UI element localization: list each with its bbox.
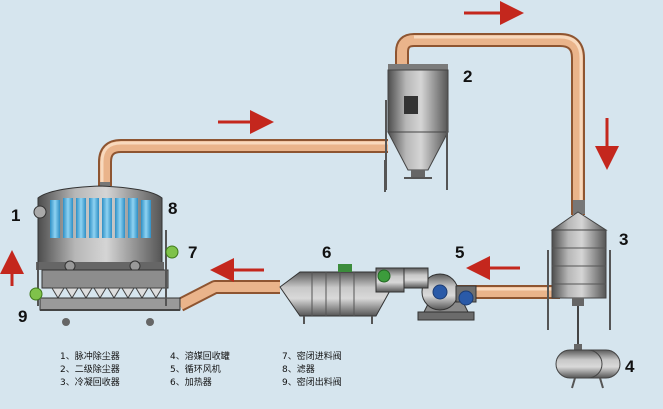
legend-item: 3、冷凝回收器 [60, 376, 120, 388]
pipe-dryer-to-cyclone [98, 139, 388, 186]
solvent-recovery-tank [555, 344, 621, 389]
component-numbers: 1 2 3 4 5 6 7 8 9 [11, 67, 635, 376]
label-7: 7 [188, 243, 197, 262]
closed-discharge-valve [29, 287, 43, 301]
condenser-recovery [547, 200, 611, 330]
label-8: 8 [168, 199, 177, 218]
legend-item: 1、脉冲除尘器 [60, 350, 120, 362]
secondary-dust-collector [385, 64, 449, 190]
flow-arrows [0, 1, 619, 286]
closed-feed-valve [165, 245, 179, 259]
legend-item: 5、循环风机 [170, 363, 221, 375]
label-1: 1 [11, 206, 20, 225]
legend-item: 7、密闭进料阀 [282, 350, 342, 362]
label-2: 2 [463, 67, 472, 86]
legend-item: 6、加热器 [170, 376, 212, 388]
label-3: 3 [619, 230, 628, 249]
label-9: 9 [18, 307, 27, 326]
filter-windows [50, 198, 151, 238]
label-5: 5 [455, 243, 464, 262]
label-6: 6 [322, 243, 331, 262]
circulating-fan [403, 267, 477, 321]
fluid-bed-dryer [33, 182, 181, 326]
heater [279, 264, 405, 324]
legend-item: 8、滤器 [282, 363, 315, 375]
legend-item: 2、二级除尘器 [60, 363, 120, 375]
legend-item: 9、密闭出料阀 [282, 376, 342, 388]
legend-item: 4、溶媒回收罐 [170, 350, 230, 362]
legend: 1、脉冲除尘器 2、二级除尘器 3、冷凝回收器 4、溶媒回收罐 5、循环风机 6… [60, 350, 342, 388]
pipe-network [98, 33, 585, 345]
label-4: 4 [625, 357, 635, 376]
